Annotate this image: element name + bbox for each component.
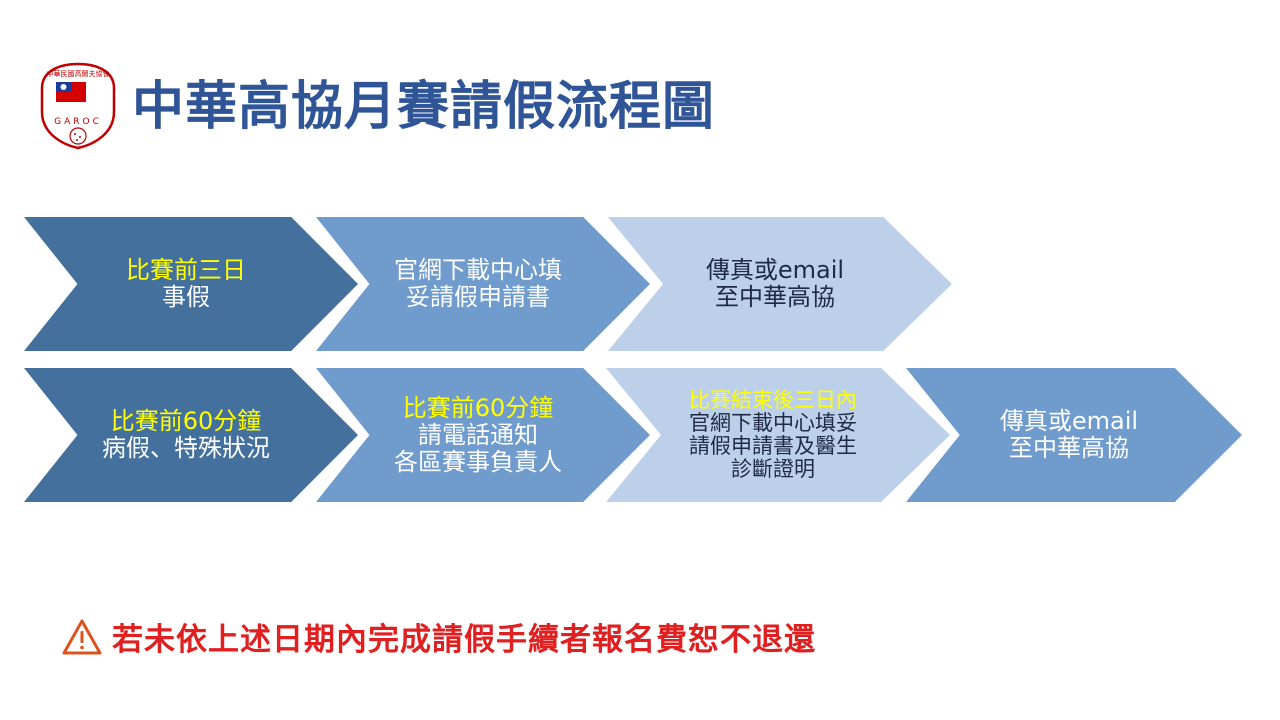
step-line: 病假、特殊狀況 bbox=[102, 434, 270, 462]
step-download-form: 官網下載中心填 妥請假申請書 bbox=[316, 217, 650, 351]
step-line: 診斷證明 bbox=[731, 457, 815, 481]
warning-text: 若未依上述日期內完成請假手續者報名費恕不退還 bbox=[112, 622, 816, 658]
garoc-logo: 中華民國高爾夫協會 GAROC bbox=[40, 62, 116, 150]
step-phone-notify: 比賽前60分鐘 請電話通知 各區賽事負責人 bbox=[316, 368, 650, 502]
step-line: 事假 bbox=[162, 283, 210, 311]
step-line: 各區賽事負責人 bbox=[394, 447, 562, 476]
logo-letters: GAROC bbox=[54, 117, 102, 127]
step-line: 妥請假申請書 bbox=[406, 283, 550, 311]
step-line: 至中華高協 bbox=[715, 283, 835, 311]
step-line: 傳真或email bbox=[705, 256, 845, 284]
step-fax-email: 傳真或email 至中華高協 bbox=[608, 217, 952, 351]
step-line: 官網下載中心填妥 bbox=[689, 411, 857, 435]
warning-triangle-icon bbox=[62, 619, 102, 654]
step-line: 傳真或email bbox=[999, 407, 1139, 435]
step-line: 比賽前三日 bbox=[126, 256, 246, 284]
step-line: 比賽前60分鐘 bbox=[110, 407, 262, 435]
step-line: 官網下載中心填 bbox=[394, 256, 562, 284]
logo-arc-text: 中華民國高爾夫協會 bbox=[47, 69, 110, 78]
warning-notice: 若未依上述日期內完成請假手續者報名費恕不退還 bbox=[62, 614, 816, 659]
step-personal-leave-timing: 比賽前三日 事假 bbox=[24, 217, 358, 351]
step-line: 比賽結束後三日內 bbox=[689, 388, 857, 412]
step-sick-leave-timing: 比賽前60分鐘 病假、特殊狀況 bbox=[24, 368, 358, 502]
step-line: 至中華高協 bbox=[1009, 434, 1129, 462]
step-fax-email-final: 傳真或email 至中華高協 bbox=[906, 368, 1242, 502]
step-line: 請電話通知 bbox=[418, 420, 538, 449]
step-line: 請假申請書及醫生 bbox=[689, 434, 857, 458]
step-submit-medical-proof: 比賽結束後三日內 官網下載中心填妥 請假申請書及醫生 診斷證明 bbox=[606, 368, 950, 502]
step-line: 比賽前60分鐘 bbox=[402, 393, 554, 422]
page-title: 中華高協月賽請假流程圖 bbox=[132, 77, 716, 137]
